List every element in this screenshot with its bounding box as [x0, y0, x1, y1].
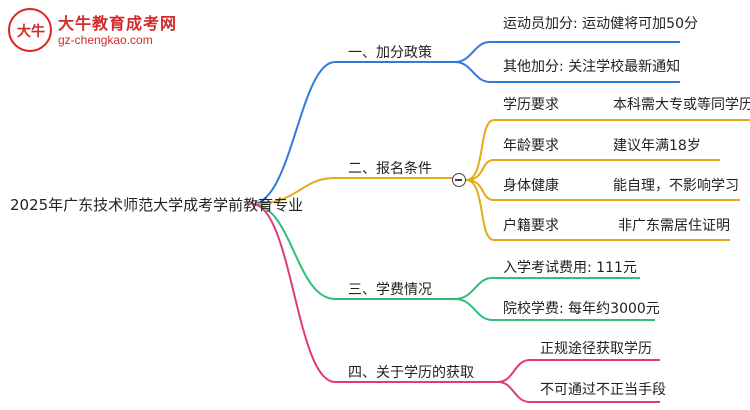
list-item-value: 建议年满18岁 [613, 138, 701, 154]
connector-b3-item1 [454, 277, 640, 300]
connector-b3-item2 [454, 298, 655, 321]
branch-3-label[interactable]: 三、学费情况 [348, 282, 432, 298]
site-logo[interactable]: 大牛 大牛教育成考网 gz-chengkao.com [8, 8, 208, 54]
list-item[interactable]: 正规途径获取学历 [540, 341, 652, 357]
root-node[interactable]: 2025年广东技术师范大学成考学前教育专业 [10, 196, 304, 214]
connector-b4-item1 [497, 359, 660, 383]
list-item-key[interactable]: 身体健康 [503, 178, 559, 194]
list-item-key[interactable]: 年龄要求 [503, 138, 559, 154]
list-item[interactable]: 运动员加分: 运动健将可加50分 [503, 16, 698, 32]
list-item-value: 能自理，不影响学习 [613, 178, 739, 194]
svg-text:大牛: 大牛 [17, 23, 45, 40]
branch-1-label[interactable]: 一、加分政策 [348, 45, 432, 61]
connector-b2-item4 [465, 179, 730, 241]
connector-root-branch1 [251, 61, 455, 205]
collapse-toggle-icon[interactable] [452, 173, 466, 187]
list-item[interactable]: 院校学费: 每年约3000元 [503, 301, 660, 317]
logo-badge-icon: 大牛 [8, 8, 52, 52]
branch-4-label[interactable]: 四、关于学历的获取 [348, 365, 474, 381]
connector-b2-item1 [465, 119, 750, 181]
list-item[interactable]: 其他加分: 关注学校最新通知 [503, 59, 681, 75]
list-item-key[interactable]: 户籍要求 [503, 218, 559, 234]
connector-root-branch2 [251, 177, 455, 205]
connector-b1-item1 [454, 41, 680, 63]
list-item-value: 非广东需居住证明 [618, 218, 730, 234]
connector-root-branch3 [251, 203, 455, 300]
connector-b2-item2 [465, 159, 720, 181]
logo-url: gz-chengkao.com [58, 33, 153, 47]
connector-b1-item2 [454, 61, 680, 83]
logo-title: 大牛教育成考网 [58, 14, 178, 33]
list-item-value: 本科需大专或等同学历 [613, 97, 750, 113]
connector-root-branch4 [251, 203, 498, 383]
list-item-key[interactable]: 学历要求 [503, 97, 559, 113]
list-item[interactable]: 不可通过不正当手段 [540, 382, 666, 398]
list-item[interactable]: 入学考试费用: 111元 [503, 260, 637, 276]
connector-b4-item2 [497, 381, 660, 403]
branch-2-label[interactable]: 二、报名条件 [348, 161, 432, 177]
